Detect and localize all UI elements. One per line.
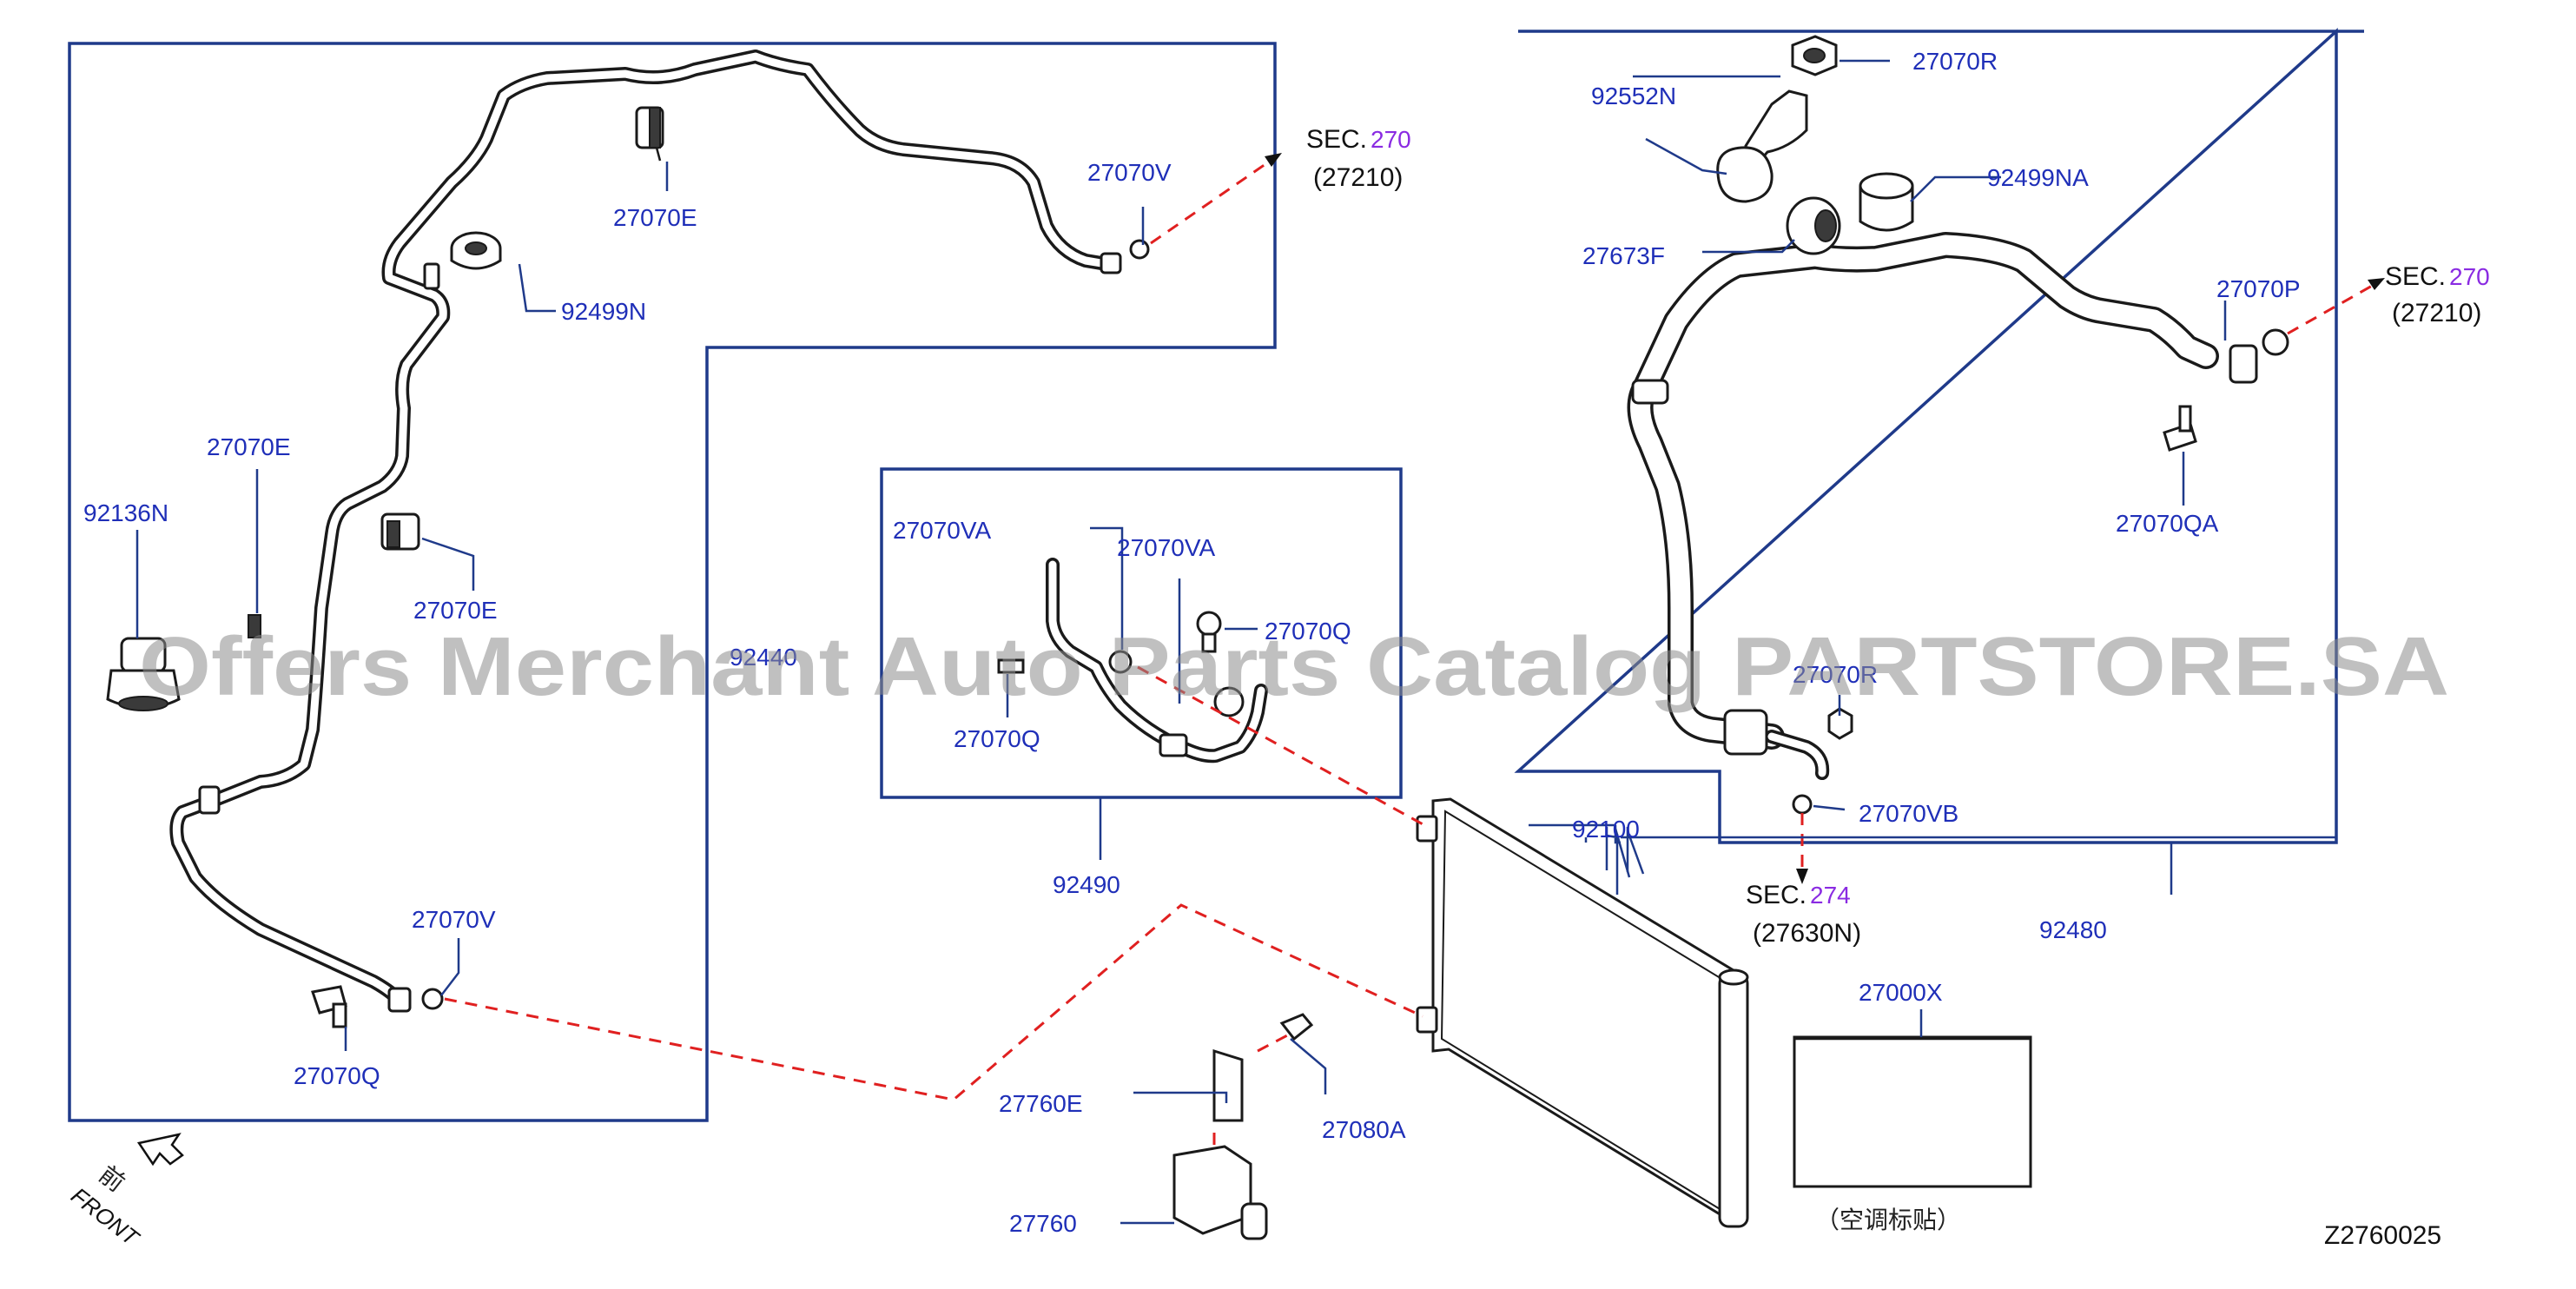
sec-ref-270-left[interactable]: SEC. 270 (27210) (1306, 125, 1411, 192)
arrow-sec270-right (2368, 278, 2385, 290)
label-27070Q-center-right[interactable]: 27070Q (1265, 618, 1351, 644)
label-27070V-bottom[interactable]: 27070V (412, 906, 496, 933)
o-ring-27070VB[interactable] (1792, 794, 1813, 815)
label-27000X-note: （空调标贴） (1815, 1206, 1961, 1234)
front-arrow-icon (136, 1133, 184, 1167)
label-27000X[interactable]: 27000X (1859, 979, 1943, 1006)
hose-sleeve (1631, 379, 1669, 405)
bolt-27070Q-center-top[interactable] (1196, 611, 1222, 653)
o-ring-27070V-top[interactable] (1129, 239, 1150, 260)
ref-line-left-to-sec270 (1150, 155, 1278, 245)
sec-ref-part: (27210) (2392, 299, 2481, 327)
center-hose-group-box (880, 467, 1403, 799)
label-92440[interactable]: 92440 (730, 644, 797, 671)
sec-ref-part: (27210) (1313, 163, 1403, 192)
sec-ref-prefix: SEC. (1746, 881, 1807, 909)
bolt-27070Q-center-left[interactable] (997, 658, 1025, 674)
label-27070QA[interactable]: 27070QA (2116, 510, 2219, 537)
clamp-27070E-mid[interactable] (380, 512, 420, 551)
clip-27080A[interactable] (1279, 1013, 1314, 1041)
front-direction-marker: 前 FRONT (66, 1133, 184, 1252)
o-ring-27070P[interactable] (2262, 328, 2289, 356)
hose-fitting (1159, 733, 1188, 757)
label-92480[interactable]: 92480 (2039, 916, 2107, 943)
label-27070VA-right[interactable]: 27070VA (1117, 534, 1215, 561)
label-27070R-low[interactable]: 27070R (1793, 661, 1878, 688)
sec-ref-number: 270 (2449, 263, 2490, 290)
bolt-27070QA[interactable] (2163, 405, 2197, 452)
label-27070Q-center-left[interactable]: 27070Q (954, 725, 1040, 752)
label-27760[interactable]: 27760 (1009, 1210, 1077, 1237)
sec-ref-prefix: SEC. (2385, 262, 2446, 291)
diagram-code: Z2760025 (2324, 1221, 2441, 1250)
label-27070E-top[interactable]: 27070E (613, 204, 697, 231)
label-27070E-left[interactable]: 27070E (207, 433, 291, 460)
label-27673F[interactable]: 27673F (1582, 242, 1665, 269)
sec-ref-number: 270 (1371, 126, 1411, 153)
label-27070Q-bottom[interactable]: 27070Q (294, 1062, 380, 1089)
watermark: Offers Merchant Auto Parts Catalog PARTS… (139, 620, 2449, 713)
label-92499NA[interactable]: 92499NA (1987, 164, 2089, 191)
arrow-sec274 (1796, 869, 1808, 884)
clip-27070E-left[interactable] (248, 614, 261, 638)
ambient-sensor-27760[interactable] (1172, 1048, 1268, 1240)
hose-fitting-end (2229, 344, 2258, 384)
ref-line-bottom-left-to-condenser (444, 903, 1423, 1101)
high-pressure-hose[interactable] (1046, 558, 1268, 763)
label-92552N[interactable]: 92552N (1591, 83, 1676, 109)
clamp-27070E-top[interactable] (635, 106, 664, 162)
ref-line-right-to-sec270 (2287, 280, 2381, 335)
leader-lines (135, 59, 2336, 1225)
label-92136N[interactable]: 92136N (83, 499, 168, 526)
label-92499N[interactable]: 92499N (561, 298, 646, 325)
label-27760E[interactable]: 27760E (999, 1090, 1083, 1117)
o-ring-27070VA[interactable] (1108, 650, 1133, 674)
front-label-cn: 前 (94, 1160, 130, 1198)
bolt-27070Q-bottom[interactable] (311, 985, 347, 1028)
pressure-sensor-92136N[interactable] (106, 637, 181, 711)
nut-27070R-top[interactable] (1791, 35, 1838, 76)
pipe-end-fitting-bottom (387, 987, 412, 1013)
pipe-service-port (423, 262, 440, 290)
o-ring-27070Q-center[interactable] (1213, 686, 1245, 717)
right-hose-group-box (1514, 28, 2364, 844)
arrow-sec270-left (1265, 153, 1282, 167)
label-27070VA-left[interactable]: 27070VA (893, 517, 991, 544)
pipe-clip-small (198, 785, 221, 815)
pipe-end-fitting-top (1100, 252, 1122, 274)
label-92100[interactable]: 92100 (1572, 816, 1640, 843)
left-pipe-group-box (68, 42, 1277, 1122)
sec-ref-274[interactable]: SEC. 274 (27630N) (1746, 881, 1861, 948)
label-92490[interactable]: 92490 (1053, 871, 1120, 898)
label-27070R-top[interactable]: 27070R (1912, 48, 1998, 75)
suction-hose[interactable] (1627, 232, 2219, 780)
insulator-27673F[interactable] (1786, 196, 1841, 255)
sec-ref-270-right[interactable]: SEC. 270 (27210) (2385, 262, 2490, 327)
hose-fitting-lower (1723, 709, 1768, 756)
label-27070VB[interactable]: 27070VB (1859, 800, 1958, 827)
condenser-92100[interactable] (1416, 797, 1749, 1228)
bracket-92552N[interactable] (1716, 89, 1808, 203)
label-27080A[interactable]: 27080A (1322, 1116, 1406, 1143)
cap-92499NA[interactable] (1859, 172, 1914, 232)
sec-ref-part: (27630N) (1753, 919, 1861, 948)
label-27070P[interactable]: 27070P (2216, 275, 2301, 302)
sec-ref-number: 274 (1810, 882, 1851, 909)
label-27070V-top[interactable]: 27070V (1087, 159, 1172, 186)
ref-line-center-to-condenser (1137, 665, 1425, 827)
label-27070E-mid[interactable]: 27070E (413, 597, 498, 624)
sec-ref-prefix: SEC. (1306, 125, 1367, 154)
ref-line-sensor (1212, 1032, 1291, 1145)
o-ring-27070V-bottom[interactable] (421, 988, 444, 1010)
grommet-92499N[interactable] (450, 231, 502, 270)
front-label-en: FRONT (66, 1182, 145, 1252)
ac-label-panel-27000X[interactable] (1793, 1035, 2032, 1188)
